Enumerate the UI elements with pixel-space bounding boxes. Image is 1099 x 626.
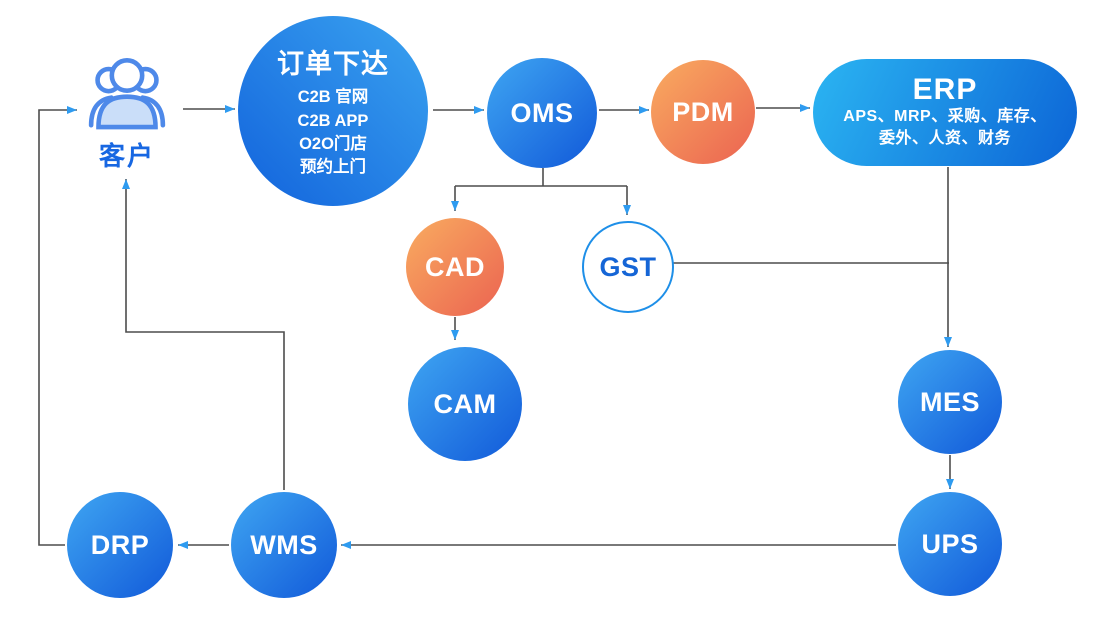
- node-mes: MES: [898, 350, 1002, 454]
- node-gst: GST: [582, 221, 674, 313]
- erp-modules-line2: 委外、人资、财务: [878, 130, 1011, 148]
- node-customer: 客户: [77, 52, 177, 173]
- customer-group-icon: [88, 58, 166, 130]
- connector-wms-to-customer: [122, 179, 285, 490]
- node-cam: CAM: [408, 347, 522, 461]
- node-erp: ERP APS、MRP、采购、库存、 委外、人资、财务: [813, 59, 1077, 166]
- cam-label: CAM: [433, 388, 497, 419]
- node-oms: OMS: [487, 58, 597, 168]
- oms-label: OMS: [510, 97, 574, 128]
- customer-label: 客户: [98, 141, 155, 171]
- order-title: 订单下达: [277, 49, 389, 80]
- wms-label: WMS: [250, 529, 318, 560]
- connector-drp-to-customer: [38, 106, 77, 546]
- node-order: 订单下达 C2B 官网 C2B APP O2O门店 预约上门: [238, 16, 428, 206]
- mes-label: MES: [919, 386, 980, 417]
- front-person-body: [96, 94, 158, 130]
- node-pdm: PDM: [651, 60, 755, 164]
- node-ups: UPS: [898, 492, 1002, 596]
- node-drp: DRP: [67, 492, 173, 598]
- erp-modules-line1: APS、MRP、采购、库存、: [843, 107, 1047, 125]
- order-item-c2b-web: C2B 官网: [297, 88, 369, 107]
- order-item-appointment: 预约上门: [300, 158, 366, 177]
- drp-label: DRP: [90, 529, 150, 560]
- back-person-left-body: [88, 95, 114, 128]
- back-person-right-body: [140, 95, 166, 128]
- node-wms: WMS: [231, 492, 337, 598]
- ups-label: UPS: [921, 528, 979, 559]
- cad-label: CAD: [425, 251, 485, 282]
- erp-title: ERP: [912, 73, 978, 107]
- gst-label: GST: [599, 251, 657, 282]
- order-item-c2b-app: C2B APP: [297, 111, 369, 130]
- pdm-label: PDM: [672, 96, 734, 127]
- node-cad: CAD: [406, 218, 504, 316]
- order-item-o2o-store: O2O门店: [299, 135, 367, 153]
- front-person-head: [109, 58, 145, 94]
